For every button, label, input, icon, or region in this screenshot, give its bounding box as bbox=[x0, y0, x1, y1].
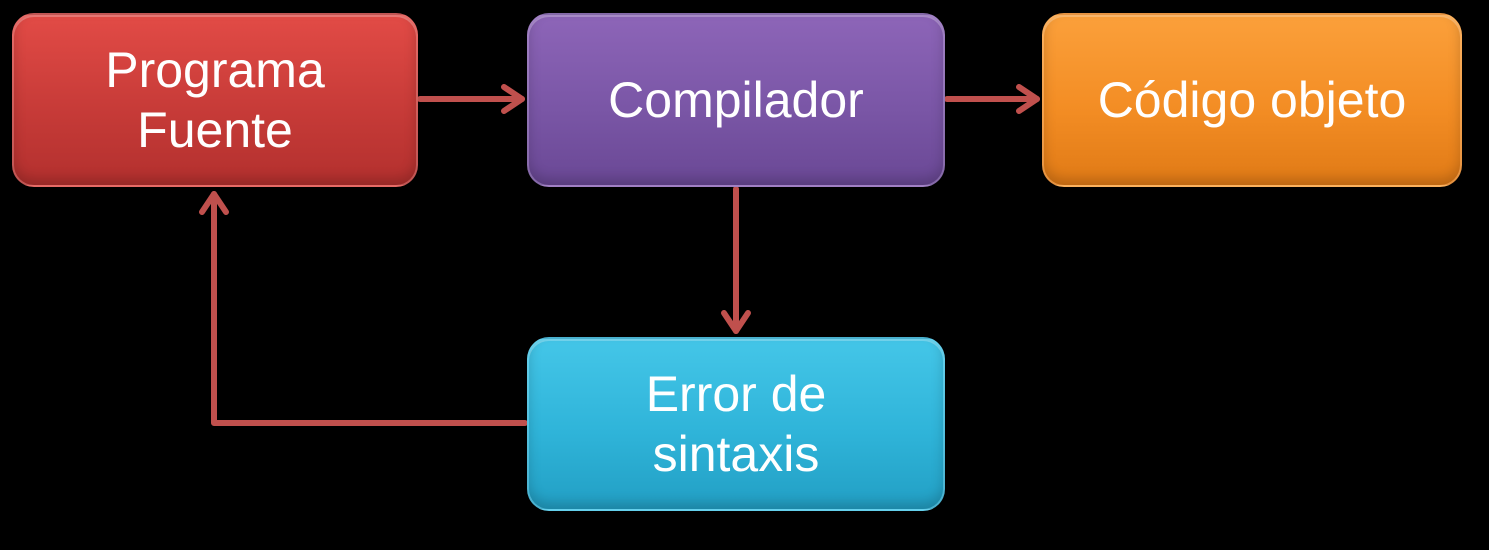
node-compilador: Compilador bbox=[527, 13, 945, 187]
node-codigo-objeto-label: Código objeto bbox=[1097, 72, 1407, 128]
arrow-programa-to-compilador bbox=[417, 84, 525, 114]
node-compilador-label: Compilador bbox=[608, 72, 864, 128]
node-error-sintaxis-label: Error de sintaxis bbox=[645, 366, 827, 482]
node-error-sintaxis: Error de sintaxis bbox=[527, 337, 945, 511]
arrow-compilador-to-error bbox=[721, 186, 751, 334]
node-programa-fuente-label: Programa Fuente bbox=[105, 42, 325, 158]
node-codigo-objeto: Código objeto bbox=[1042, 13, 1462, 187]
node-programa-fuente: Programa Fuente bbox=[12, 13, 418, 187]
arrow-compilador-to-codigo bbox=[944, 84, 1040, 114]
arrow-error-to-programa bbox=[199, 191, 528, 426]
